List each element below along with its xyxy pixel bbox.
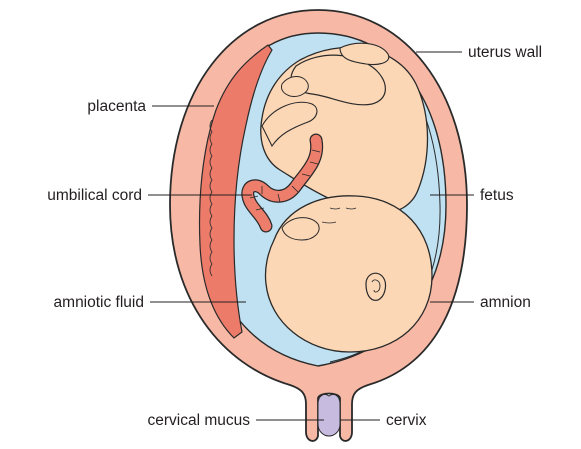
- cervical-mucus: [318, 394, 340, 436]
- label-fetus: fetus: [480, 187, 514, 204]
- label-cervix: cervix: [386, 412, 427, 429]
- label-umbilical-cord: umbilical cord: [47, 187, 142, 204]
- label-placenta: placenta: [87, 98, 146, 115]
- cervical-mucus-plug: [318, 394, 340, 436]
- label-amnion: amnion: [480, 294, 531, 311]
- label-amniotic-fluid: amniotic fluid: [54, 294, 144, 311]
- label-uterus-wall: uterus wall: [468, 44, 542, 61]
- fetus-ear: [366, 273, 385, 300]
- fetus-head: [265, 196, 432, 352]
- label-cervical-mucus: cervical mucus: [148, 412, 251, 429]
